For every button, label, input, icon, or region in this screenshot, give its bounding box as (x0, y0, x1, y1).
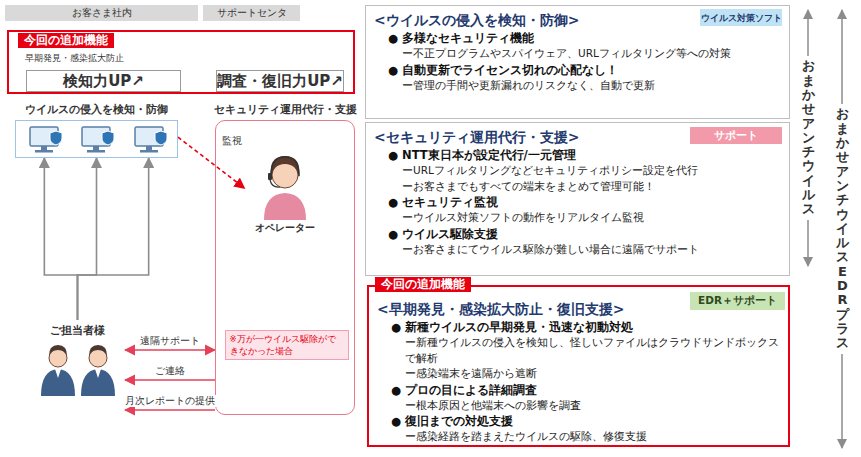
node-body-text: ● 新種ウイルスの早期発見・迅速な初動対処 (377, 319, 780, 335)
node-body-text: ー感染端末を遠隔から遮断 (377, 366, 780, 382)
edge-label: 遠隔サポート (138, 335, 202, 347)
node-body-text: ● プロの目による詳細調査 (377, 382, 780, 398)
node-body-text: 早期発見・感染拡大防止 (25, 52, 124, 64)
connector (125, 410, 215, 411)
edge-label: ご連絡 (153, 365, 187, 377)
new-feature-box: 今回の追加機能早期発見・感染拡大防止検知力UP↗ 調査・復旧力UP↗ (7, 30, 355, 94)
pc-group-box: ウイルスの侵入を検知・防御 (15, 120, 178, 158)
node-body-text: ーお客さまでもすべての端末をまとめて管理可能！ (374, 179, 781, 195)
node-text: ウイルスの侵入を検知・防御 (10, 103, 183, 117)
node-text: ※万が一ウイルス駆除ができなかった場合 (226, 331, 348, 359)
vertical-label: おまかせアンチウイルス (801, 56, 816, 219)
node-body-text: ー感染経路を踏まえたウイルスの駆除、修復支援 (377, 429, 780, 445)
node-text: 今回の追加機能 (375, 277, 471, 292)
tag-label: サポート (690, 127, 782, 144)
node-body-text: ● 復旧までの対処支援 (377, 413, 780, 429)
node-text: ウイルス対策ソフト (700, 9, 782, 26)
vertical-label: おまかせアンチウイルスEDRプラス (835, 104, 850, 353)
node-text: オペレーター (245, 221, 325, 235)
node-text: お客さま社内 (5, 5, 198, 21)
node-body-text: ーURLフィルタリングなどセキュリティポリシー設定を代行 (374, 163, 781, 179)
node-text: 今回の追加機能 (18, 33, 114, 48)
node-text: セキュリティ運用代行・支援 (210, 103, 360, 117)
connector (125, 380, 215, 381)
support-center-box: セキュリティ運用代行・支援オペレーター※万が一ウイルス駆除ができなかった場合 (215, 120, 355, 415)
connector (44, 158, 148, 320)
node-body-text: ● セキュリティ監視 (374, 194, 781, 210)
node-text: 調査・復旧力UP↗ (217, 71, 343, 91)
node-body-text: ● 自動更新でライセンス切れの心配なし！ (374, 62, 781, 78)
node-text: EDR＋サポート (690, 292, 785, 309)
node-text: サポートセンタ (203, 5, 300, 21)
node-body-text: ーお客さまにてウイルス駆除が難しい場合に遠隔でサポート (374, 242, 781, 258)
column-header: お客さま社内 (5, 5, 198, 21)
node-body-text: ーウイルス対策ソフトの動作をリアルタイム監視 (374, 210, 781, 226)
node-body-text: ー不正プログラムやスパイウェア、URLフィルタリング等への対策 (374, 46, 781, 62)
feature-box: 調査・復旧力UP↗ (216, 70, 344, 92)
person-icons (41, 345, 115, 396)
note-box: ※万が一ウイルス駆除ができなかった場合 (225, 330, 349, 360)
person-in-charge: ご担当者様 (30, 320, 125, 420)
connector (178, 137, 245, 188)
node-body-text: ー新種ウイルスの侵入を検知し、怪しいファイルはクラウドサンドボックスで解析 (377, 335, 780, 366)
tag-label: ウイルス対策ソフト (700, 9, 782, 26)
edge-label: 月次レポートの提供 (123, 395, 217, 407)
node-body-text: ー根本原因と他端末への影響を調査 (377, 398, 780, 414)
feature-section: <セキュリティ運用代行・支援>● NTT東日本が設定代行/一元管理ーURLフィル… (365, 122, 790, 276)
feature-section: <ウイルスの侵入を検知・防御>● 多様なセキュリティ機能ー不正プログラムやスパイ… (365, 5, 790, 119)
node-text: ご担当者様 (30, 320, 125, 338)
pc-icons (30, 127, 167, 153)
tag-label: EDR＋サポート (690, 292, 785, 310)
node-text: 検知力UP↗ (27, 71, 180, 91)
feature-box: 検知力UP↗ (26, 70, 181, 92)
node-body-text: ● NTT東日本が設定代行/一元管理 (374, 147, 781, 163)
connector (125, 350, 215, 351)
node-body-text: ● ウイルス駆除支援 (374, 226, 781, 242)
edge-label: 監視 (220, 135, 244, 147)
operator: オペレーター (245, 150, 325, 236)
column-header: サポートセンタ (203, 5, 300, 21)
operator-figure (264, 156, 306, 220)
node-text: サポート (690, 127, 782, 144)
node-body-text: ● 多様なセキュリティ機能 (374, 30, 781, 46)
new-feature-section: 今回の追加機能<早期発見・感染拡大防止・復旧支援>● 新種ウイルスの早期発見・迅… (367, 285, 790, 447)
node-body-text: ー管理の手間や更新漏れのリスクなく、自動で更新 (374, 78, 781, 94)
